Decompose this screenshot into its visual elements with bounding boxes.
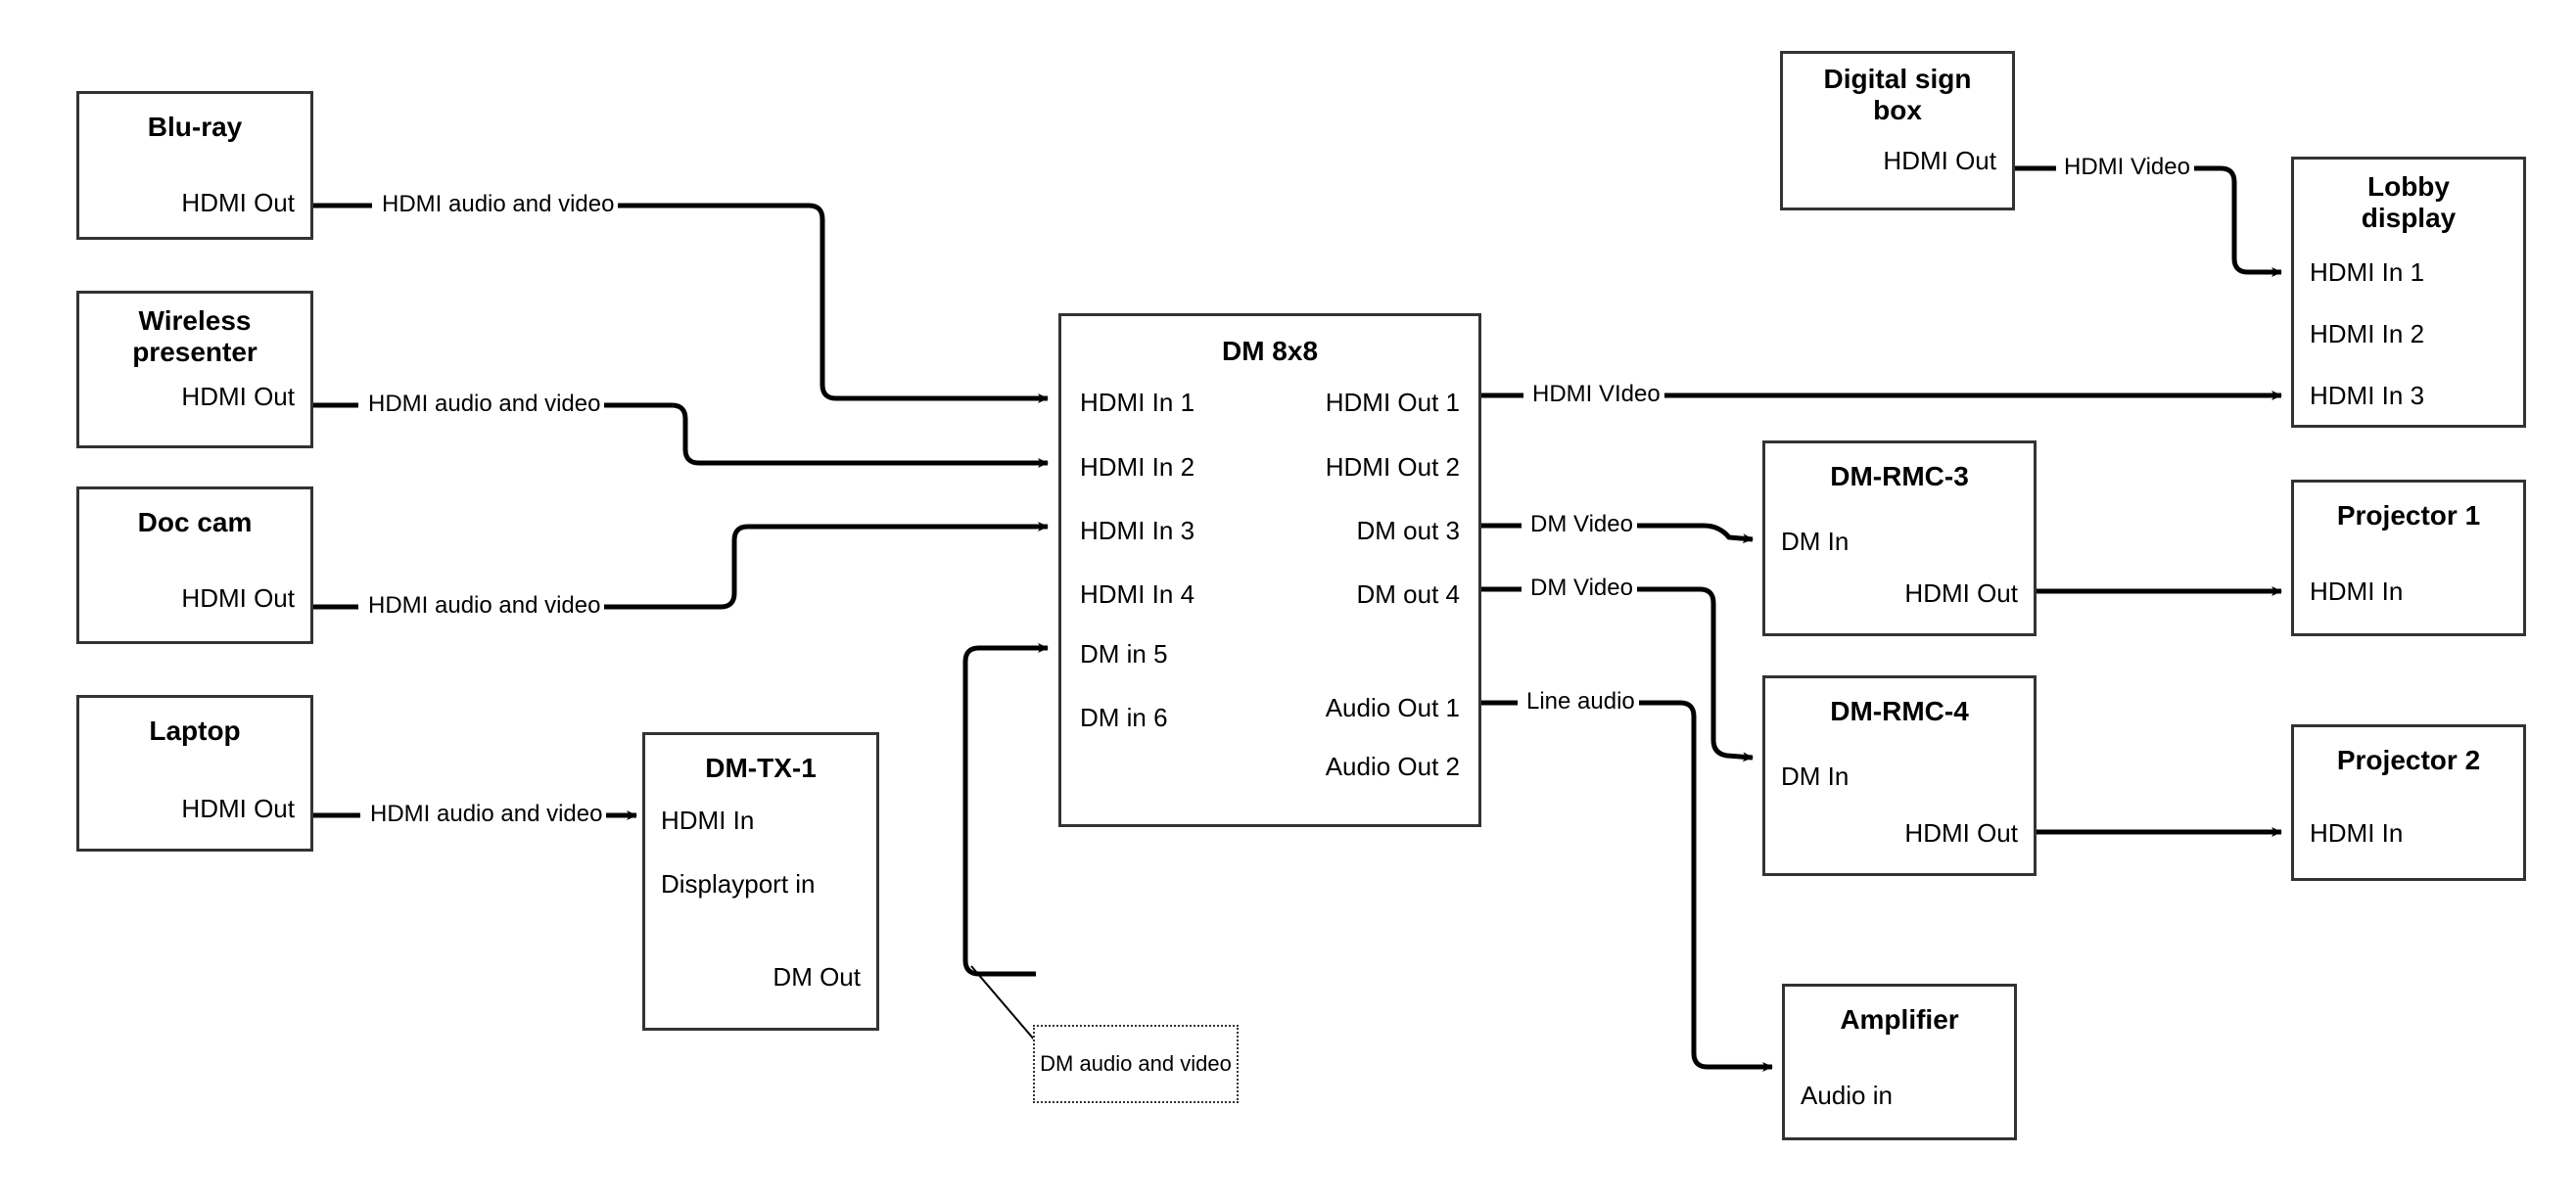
edge-label-dm-out4: DM Video bbox=[1526, 577, 1637, 600]
node-title: Wireless presenter bbox=[132, 305, 258, 367]
port-dm-in: DM In bbox=[1781, 762, 1850, 791]
node-digital-sign-box[interactable]: Digital sign box HDMI Out bbox=[1780, 51, 2015, 210]
port-hdmi-out: HDMI Out bbox=[1883, 146, 1996, 175]
node-dm-rmc-4[interactable]: DM-RMC-4 DM In HDMI Out bbox=[1762, 675, 2037, 876]
port-audio-out-2: Audio Out 2 bbox=[1325, 752, 1460, 781]
wire-wireless-to-dm-in2 bbox=[313, 402, 1048, 463]
port-hdmi-in: HDMI In bbox=[2310, 818, 2404, 848]
port-hdmi-out: HDMI Out bbox=[181, 794, 295, 823]
wire-signbox-to-lobby-in1 bbox=[2015, 165, 2281, 272]
edge-label-signbox: HDMI Video bbox=[2060, 156, 2194, 179]
node-projector-2[interactable]: Projector 2 HDMI In bbox=[2291, 724, 2526, 881]
port-dm-in-6: DM in 6 bbox=[1080, 703, 1168, 732]
node-title: DM 8x8 bbox=[1221, 336, 1319, 366]
port-hdmi-out: HDMI Out bbox=[181, 583, 295, 613]
port-hdmi-out-1: HDMI Out 1 bbox=[1325, 388, 1460, 417]
node-projector-1[interactable]: Projector 1 HDMI In bbox=[2291, 480, 2526, 636]
port-hdmi-in: HDMI In bbox=[661, 806, 755, 835]
port-hdmi-in-4: HDMI In 4 bbox=[1080, 579, 1195, 609]
node-title: Doc cam bbox=[137, 507, 253, 537]
dm-audio-video-callout: DM audio and video bbox=[1033, 1025, 1239, 1103]
wire-bluray-to-dm-in1 bbox=[313, 203, 1048, 398]
edge-label-laptop: HDMI audio and video bbox=[366, 803, 607, 826]
port-hdmi-in-2: HDMI In 2 bbox=[2310, 319, 2425, 348]
node-dm-tx-1[interactable]: DM-TX-1 HDMI In Displayport in DM Out bbox=[642, 732, 879, 1031]
node-title: DM-RMC-3 bbox=[1830, 461, 1969, 491]
port-dm-out-3: DM out 3 bbox=[1356, 516, 1461, 545]
port-hdmi-out: HDMI Out bbox=[181, 188, 295, 217]
port-dm-out-4: DM out 4 bbox=[1356, 579, 1461, 609]
port-audio-in: Audio in bbox=[1801, 1081, 1893, 1110]
port-dm-in-5: DM in 5 bbox=[1080, 639, 1168, 669]
node-title: Projector 2 bbox=[2336, 745, 2481, 775]
node-title: DM-RMC-4 bbox=[1830, 696, 1969, 726]
node-title: Amplifier bbox=[1840, 1004, 1959, 1035]
edge-label-wireless: HDMI audio and video bbox=[364, 393, 605, 416]
edge-label-hdmi-out1: HDMI VIdeo bbox=[1528, 383, 1664, 406]
node-title: Digital sign box bbox=[1823, 64, 1972, 125]
node-lobby-display[interactable]: Lobby display HDMI In 1 HDMI In 2 HDMI I… bbox=[2291, 157, 2526, 428]
node-title: Laptop bbox=[149, 716, 241, 746]
edge-label-doccam: HDMI audio and video bbox=[364, 594, 605, 618]
wire-dm-audio-to-amp bbox=[1481, 700, 1772, 1067]
port-displayport-in: Displayport in bbox=[661, 869, 816, 899]
wire-dm-out4-to-rmc4 bbox=[1481, 586, 1753, 758]
node-blu-ray[interactable]: Blu-ray HDMI Out bbox=[76, 91, 313, 240]
wire-dmtx1-to-dm-in5 bbox=[962, 643, 1049, 977]
callout-leader bbox=[970, 965, 1042, 1048]
port-hdmi-in-2: HDMI In 2 bbox=[1080, 452, 1195, 482]
port-audio-out-1: Audio Out 1 bbox=[1325, 693, 1460, 722]
port-hdmi-out: HDMI Out bbox=[181, 382, 295, 411]
wire-doccam-to-dm-in3 bbox=[313, 527, 1048, 610]
node-laptop[interactable]: Laptop HDMI Out bbox=[76, 695, 313, 852]
node-dm-8x8[interactable]: DM 8x8 HDMI In 1 HDMI In 2 HDMI In 3 HDM… bbox=[1058, 313, 1481, 827]
port-hdmi-out: HDMI Out bbox=[1904, 578, 2018, 608]
node-title: Blu-ray bbox=[147, 112, 243, 142]
node-amplifier[interactable]: Amplifier Audio in bbox=[1782, 984, 2017, 1140]
port-dm-in: DM In bbox=[1781, 527, 1850, 556]
port-dm-out: DM Out bbox=[773, 962, 861, 992]
node-doc-cam[interactable]: Doc cam HDMI Out bbox=[76, 486, 313, 644]
edge-label-dm-out3: DM Video bbox=[1526, 513, 1637, 536]
node-title: Lobby display bbox=[2361, 171, 2457, 233]
port-hdmi-out-2: HDMI Out 2 bbox=[1325, 452, 1460, 482]
port-hdmi-in-1: HDMI In 1 bbox=[2310, 257, 2425, 287]
port-hdmi-in-3: HDMI In 3 bbox=[2310, 381, 2425, 410]
port-hdmi-out: HDMI Out bbox=[1904, 818, 2018, 848]
port-hdmi-in-3: HDMI In 3 bbox=[1080, 516, 1195, 545]
node-dm-rmc-3[interactable]: DM-RMC-3 DM In HDMI Out bbox=[1762, 440, 2037, 636]
node-title: Projector 1 bbox=[2336, 500, 2481, 531]
node-title: DM-TX-1 bbox=[705, 753, 817, 783]
edge-label-bluray: HDMI audio and video bbox=[378, 193, 619, 216]
wire-dm-out3-to-rmc3 bbox=[1481, 523, 1753, 539]
port-hdmi-in: HDMI In bbox=[2310, 577, 2404, 606]
edge-label-line-audio: Line audio bbox=[1522, 690, 1639, 714]
node-wireless-presenter[interactable]: Wireless presenter HDMI Out bbox=[76, 291, 313, 448]
port-hdmi-in-1: HDMI In 1 bbox=[1080, 388, 1195, 417]
